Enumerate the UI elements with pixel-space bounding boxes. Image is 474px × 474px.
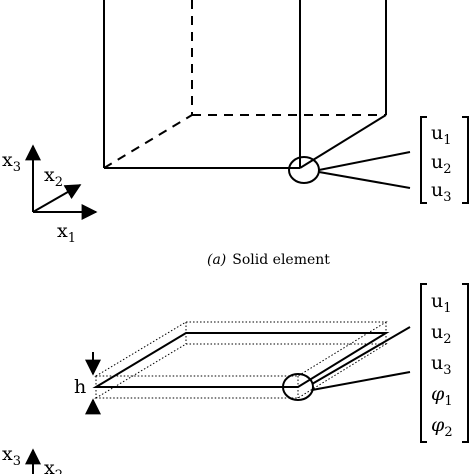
shell-dof-left-bracket xyxy=(420,283,427,443)
shell-dof-u1: u1 xyxy=(431,290,452,316)
axis-x2-label: x2 xyxy=(44,164,63,190)
solid-node-leader-lower xyxy=(318,171,411,189)
shell-dof-u3: u3 xyxy=(431,352,452,378)
axis-x1-label: x1 xyxy=(57,220,76,246)
shell-axes: x3 x2 xyxy=(2,443,63,474)
thickness-label: h xyxy=(74,376,86,398)
shell-top-dotted-face xyxy=(94,321,388,377)
solid-node-circle xyxy=(288,156,320,184)
shell-dof-phi1: φ1 xyxy=(431,383,453,409)
cube-hidden-depth-edge xyxy=(103,114,193,169)
solid-node-leader-upper xyxy=(318,151,411,171)
shell-dof-phi2: φ2 xyxy=(431,414,453,440)
shell-element-plate xyxy=(92,321,390,399)
shell-node-circle xyxy=(282,373,314,401)
shell-axis-x3-label: x3 xyxy=(2,443,21,469)
solid-dof-u1: u1 xyxy=(431,122,452,148)
shell-dof-right-bracket xyxy=(462,283,469,443)
solid-dof-vector: u1 u2 u3 xyxy=(420,116,469,205)
shell-dof-u2: u2 xyxy=(431,321,452,347)
shell-node-leader-lower xyxy=(311,371,411,391)
shell-dof-vector: u1 u2 u3 φ1 φ2 xyxy=(420,283,469,443)
solid-axes: x3 x2 x1 xyxy=(2,144,98,246)
shell-axis-x2-label: x2 xyxy=(44,457,63,474)
solid-dof-left-bracket xyxy=(420,116,427,204)
shell-mid-surface xyxy=(92,332,390,388)
axis-x3-label: x3 xyxy=(2,149,21,175)
axis-x2-arrow xyxy=(32,184,82,213)
shell-node-leader-upper xyxy=(311,326,411,385)
thickness-dimension: h xyxy=(74,352,101,415)
shell-bottom-dotted-face xyxy=(94,343,388,399)
solid-element-cube xyxy=(103,0,387,169)
solid-dof-right-bracket xyxy=(462,116,469,204)
solid-dof-u2: u2 xyxy=(431,151,452,177)
cube-depth-edge xyxy=(299,114,387,169)
solid-dof-u3: u3 xyxy=(431,179,452,205)
caption-a: (a)Solid element xyxy=(207,252,330,268)
